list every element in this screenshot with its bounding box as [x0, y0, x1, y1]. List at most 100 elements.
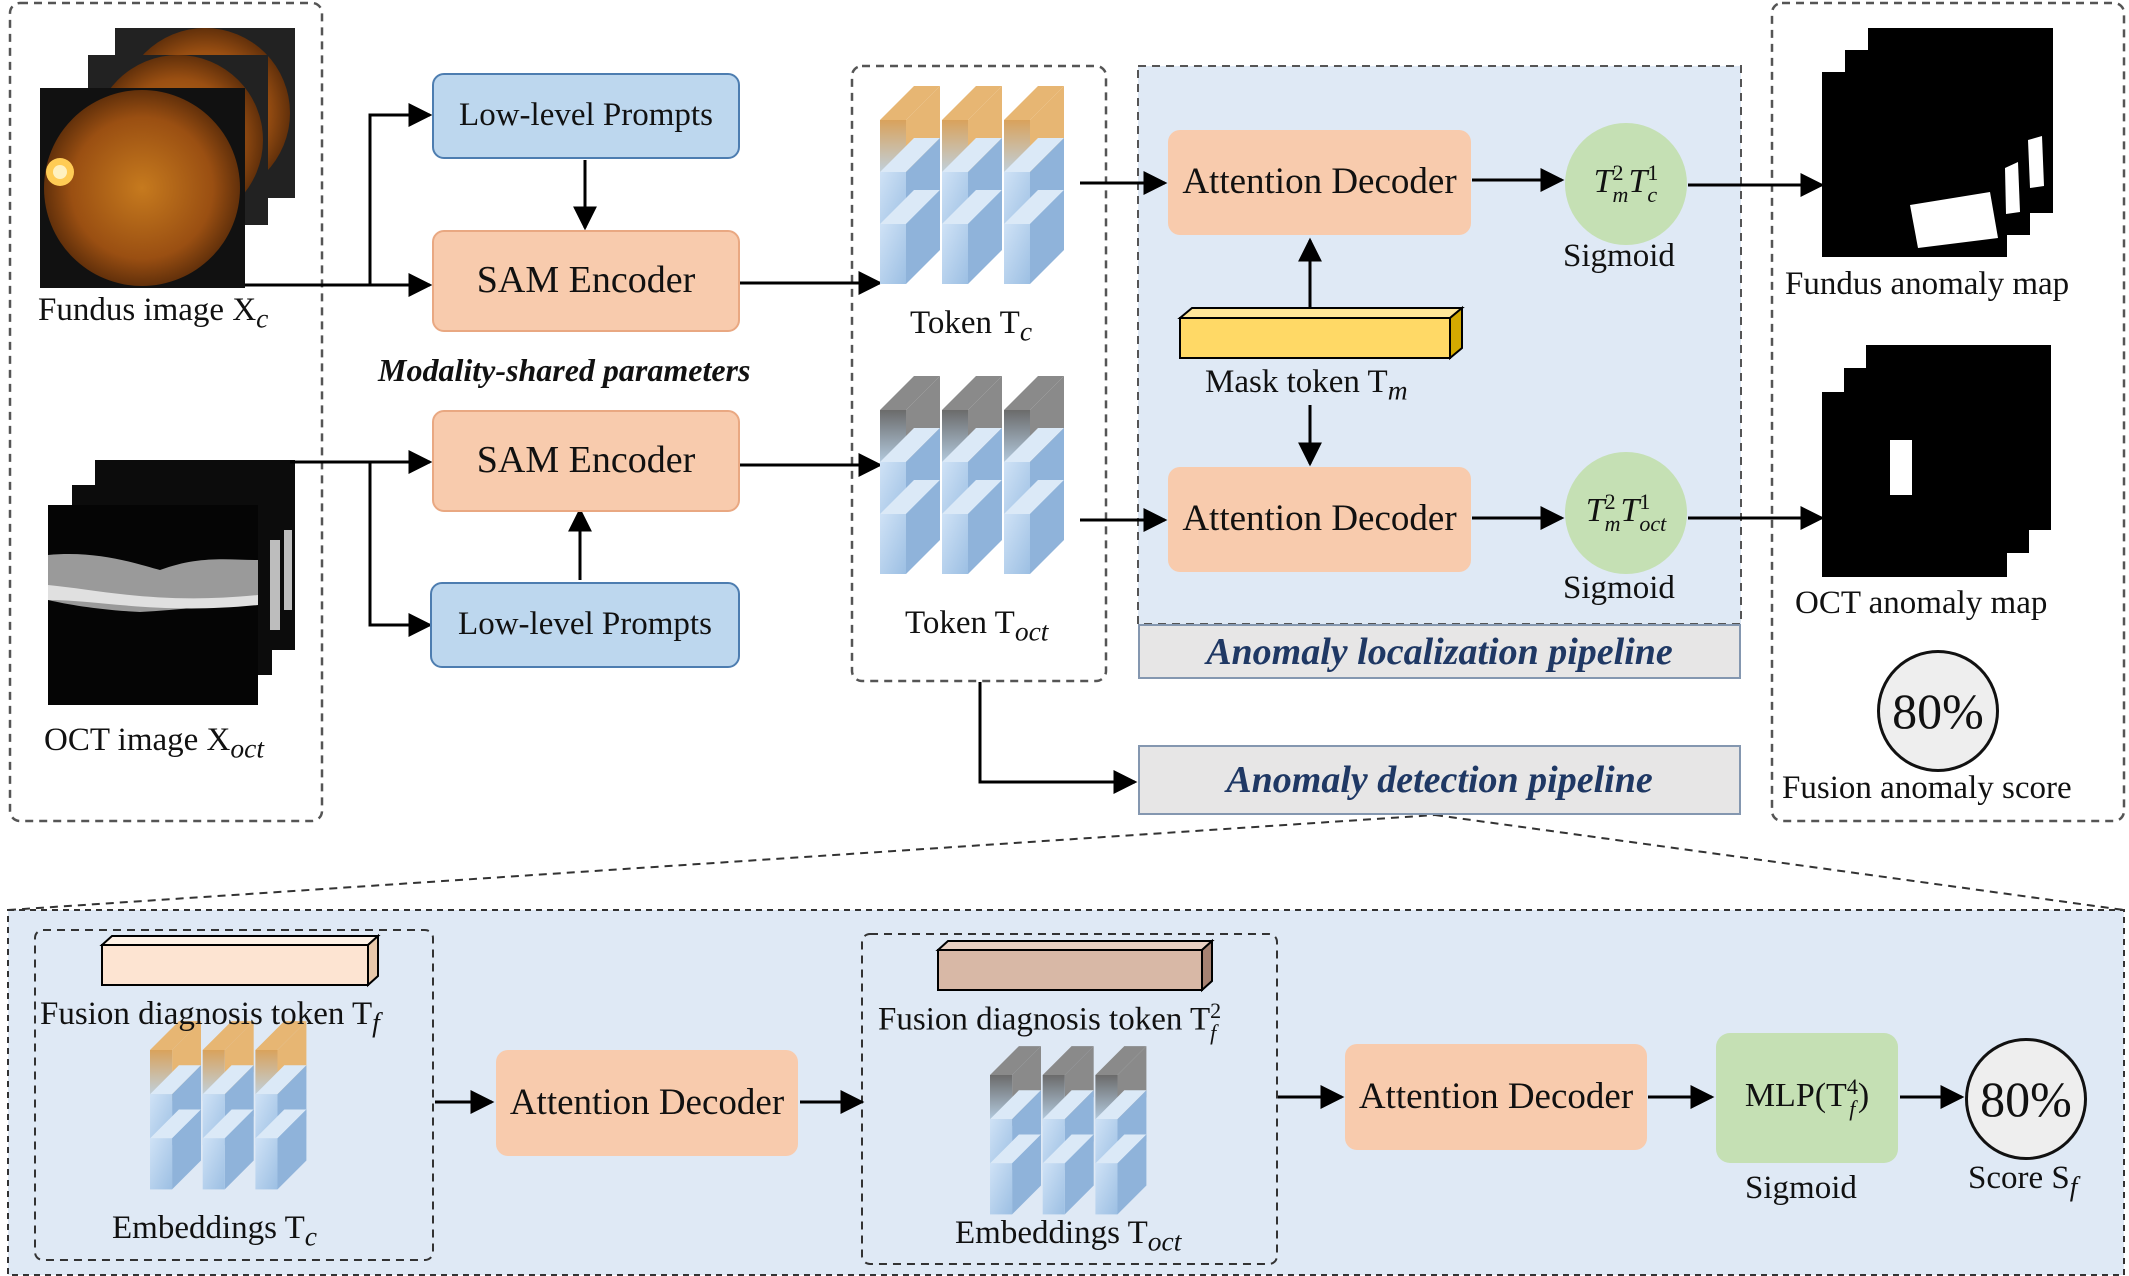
low-level-prompts-bottom-label: Low-level Prompts	[458, 606, 712, 643]
attention-decoder-detection-2: Attention Decoder	[1345, 1044, 1647, 1150]
oct-anomaly-map	[1822, 345, 2051, 577]
mlp-sigmoid-label: Sigmoid	[1745, 1170, 1857, 1206]
grid-tc-prism-2-0	[880, 190, 940, 284]
low-level-prompts-bottom: Low-level Prompts	[430, 582, 740, 668]
fundus-image-label: Fundus image Xc	[38, 292, 268, 335]
grid-emb-c-prism-2-1	[202, 1109, 254, 1190]
grid-tc-prism-2-1	[942, 190, 1002, 284]
grid-emb-oct-prism-2-2	[1095, 1134, 1147, 1215]
score-sf-sub: f	[2069, 1170, 2078, 1202]
low-level-prompts-top-label: Low-level Prompts	[459, 97, 713, 134]
token-tc-sub: c	[1019, 315, 1033, 347]
attention-decoder-detection-1: Attention Decoder	[496, 1050, 798, 1156]
sam-encoder-bottom-label: SAM Encoder	[476, 439, 696, 482]
score-sf-value: 80%	[1980, 1071, 2072, 1127]
anomaly-detection-pipeline: Anomaly detection pipeline	[1138, 745, 1741, 815]
score-sf-label: Score Sf	[1968, 1160, 2077, 1203]
sam-encoder-top: SAM Encoder	[432, 230, 740, 332]
token-toct-text: Token T	[905, 605, 1015, 641]
mlp-sup: 4	[1846, 1074, 1858, 1100]
fundus-image-sub: c	[256, 302, 269, 334]
fusion-anomaly-score-value: 80%	[1892, 683, 1984, 739]
fusion-token-2-sup: 2	[1210, 998, 1222, 1023]
embeddings-2-text: Embeddings T	[955, 1215, 1148, 1251]
fundus-anomaly-map-label: Fundus anomaly map	[1785, 266, 2070, 302]
fundus-anomaly-map	[1822, 28, 2053, 257]
sigmoid-bottom-label: Sigmoid	[1563, 570, 1675, 606]
sigmoid-bottom-t1: T	[1585, 491, 1605, 529]
fusion-token-bar-1	[99, 933, 381, 988]
score-sf-text: Score S	[1968, 1160, 2070, 1196]
sigmoid-bottom-sub1: m	[1604, 511, 1621, 536]
sigmoid-bottom-sup2: 1	[1639, 489, 1651, 514]
attention-decoder-detection-2-label: Attention Decoder	[1358, 1075, 1634, 1117]
fusion-token-bar-2	[935, 938, 1215, 993]
mlp-prefix: MLP(T	[1744, 1076, 1847, 1114]
sam-encoder-top-label: SAM Encoder	[476, 259, 696, 302]
sigmoid-bottom-sub2: oct	[1639, 511, 1667, 536]
embeddings-2-sub: oct	[1147, 1225, 1182, 1257]
input-region	[8, 1, 324, 823]
sam-encoder-bottom: SAM Encoder	[432, 410, 740, 512]
oct-image-text: OCT image X	[44, 722, 231, 758]
token-tc-label: Token Tc	[910, 305, 1032, 348]
fusion-token-2-text: Fusion diagnosis token T	[878, 1001, 1211, 1038]
attention-decoder-bottom-label: Attention Decoder	[1182, 498, 1457, 540]
sigmoid-bottom-sup1: 2	[1604, 489, 1616, 514]
token-toct-sub: oct	[1014, 615, 1049, 647]
grid-toct-prism-2-2	[1004, 480, 1064, 574]
token-region	[850, 64, 1108, 683]
score-sf-circle: 80%	[1965, 1038, 2087, 1160]
fusion-token-1-sub: f	[372, 1006, 380, 1038]
grid-toct-prism-2-1	[942, 480, 1002, 574]
anomaly-detection-pipeline-label: Anomaly detection pipeline	[1226, 759, 1653, 801]
detection-subregion-1	[34, 929, 434, 1261]
grid-emb-oct-prism-2-1	[1042, 1134, 1094, 1215]
embeddings-1-sub: c	[304, 1220, 318, 1252]
sigmoid-top-t1: T	[1593, 162, 1613, 200]
grid-emb-oct-prism-2-0	[990, 1134, 1041, 1215]
mask-token-text: Mask token T	[1205, 364, 1388, 400]
output-region	[1770, 1, 2126, 823]
grid-emb-c-prism-2-0	[150, 1109, 201, 1190]
mask-token-label: Mask token Tm	[1205, 364, 1408, 407]
grid-toct-prism-2-0	[880, 480, 940, 574]
token-grid-toct	[880, 376, 1064, 574]
embeddings-2-label: Embeddings Toct	[955, 1215, 1181, 1258]
attention-decoder-detection-1-label: Attention Decoder	[509, 1081, 785, 1123]
oct-anomaly-map-label: OCT anomaly map	[1795, 585, 2048, 621]
fusion-token-2-sub: f	[1210, 1020, 1217, 1045]
fusion-anomaly-score-circle: 80%	[1877, 650, 1999, 772]
sigmoid-top-sup2: 1	[1647, 160, 1659, 185]
fusion-token-1-text: Fusion diagnosis token T	[40, 996, 373, 1032]
grid-emb-c-prism-2-2	[255, 1109, 307, 1190]
sigmoid-top-sub1: m	[1612, 182, 1629, 207]
embeddings-1-label: Embeddings Tc	[112, 1210, 317, 1253]
sigmoid-top-sup1: 2	[1612, 160, 1624, 185]
oct-image-sub: oct	[230, 732, 264, 764]
fusion-anomaly-score-label: Fusion anomaly score	[1782, 770, 2072, 806]
attention-decoder-top: Attention Decoder	[1168, 130, 1471, 235]
token-toct-label: Token Toct	[905, 605, 1048, 648]
low-level-prompts-top: Low-level Prompts	[432, 73, 740, 159]
attention-decoder-bottom: Attention Decoder	[1168, 467, 1471, 572]
grid-tc-prism-2-2	[1004, 190, 1064, 284]
mlp-sub: f	[1849, 1096, 1856, 1122]
modality-shared-parameters: Modality-shared parameters	[378, 352, 751, 388]
token-grid-embeddings-oct	[990, 1046, 1147, 1215]
sigmoid-bottom-t2: T	[1620, 491, 1640, 529]
embeddings-1-text: Embeddings T	[112, 1210, 305, 1246]
mask-token-bar	[1177, 305, 1465, 361]
mask-token-sub: m	[1387, 374, 1408, 406]
fundus-image-stack	[40, 28, 295, 288]
token-grid-tc	[880, 86, 1064, 284]
anomaly-localization-pipeline: Anomaly localization pipeline	[1138, 624, 1741, 679]
fundus-image-text: Fundus image X	[38, 292, 257, 328]
